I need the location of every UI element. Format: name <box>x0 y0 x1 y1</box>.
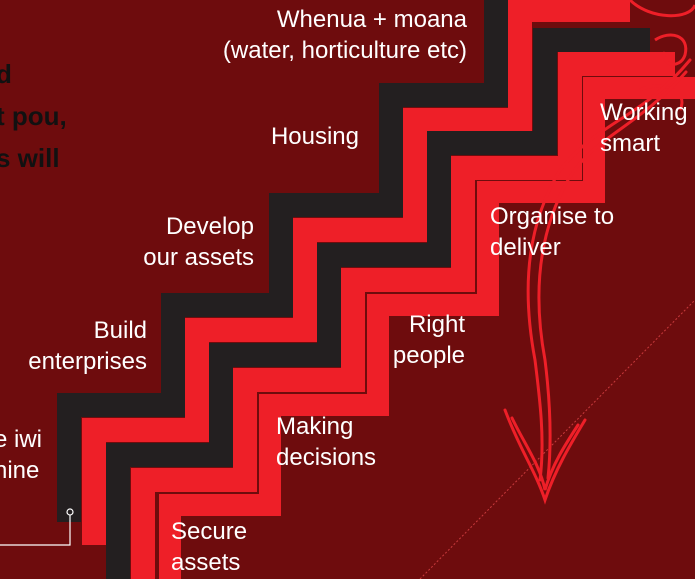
label-develop-line1: Develop <box>165 213 254 240</box>
label-secure-line2: assets <box>171 549 241 576</box>
label-right-line1: Right <box>408 311 465 338</box>
label-whenua-moana: Whenua + moana (water, horticulture etc) <box>223 4 467 66</box>
dark-staircase-back <box>57 0 508 522</box>
label-iwi-line1: e iwi <box>0 426 43 453</box>
label-making-line1: Making <box>276 413 354 440</box>
label-working-smart: Working smart <box>600 97 688 159</box>
red-staircase-back <box>82 0 630 545</box>
dark-staircase-front <box>106 28 650 579</box>
label-iwi-line2: nine <box>0 457 40 484</box>
label-organise-line1: Organise to <box>490 203 615 230</box>
heading-line-3: s will <box>0 143 60 173</box>
red-staircase-front <box>131 52 675 579</box>
label-housing-line1: Housing <box>270 123 359 150</box>
label-build-enterprises: Build enterprises <box>28 315 147 377</box>
diagonal-accent-line <box>419 299 695 579</box>
label-organise-line2: deliver <box>490 234 561 261</box>
label-secure-assets: Secure assets <box>171 516 247 578</box>
label-develop-assets: Develop our assets <box>143 211 254 273</box>
connector-node <box>66 508 74 516</box>
label-develop-line2: our assets <box>143 244 254 271</box>
label-build-line2: enterprises <box>28 348 147 375</box>
label-organise-deliver: Organise to deliver <box>490 201 614 263</box>
label-making-line2: decisions <box>276 444 377 471</box>
heading-line-1: d <box>0 59 12 89</box>
label-right-line2: people <box>392 342 465 369</box>
connector-line <box>0 514 71 546</box>
label-right-people: Right people <box>393 309 465 371</box>
label-secure-line1: Secure <box>171 518 248 545</box>
label-whenua-line1: Whenua + moana <box>276 6 467 33</box>
label-working-line2: smart <box>600 130 660 157</box>
label-working-line1: Working <box>600 99 688 126</box>
label-housing: Housing <box>271 121 359 152</box>
hand-drawn-down-arrow-icon <box>503 58 692 505</box>
red-staircase-lower <box>159 77 695 579</box>
label-iwi: e iwi nine <box>0 424 42 486</box>
label-whenua-line2: (water, horticulture etc) <box>222 37 467 64</box>
label-making-decisions: Making decisions <box>276 411 376 473</box>
label-build-line1: Build <box>93 317 147 344</box>
heading-line-2: t pou, <box>0 101 67 131</box>
